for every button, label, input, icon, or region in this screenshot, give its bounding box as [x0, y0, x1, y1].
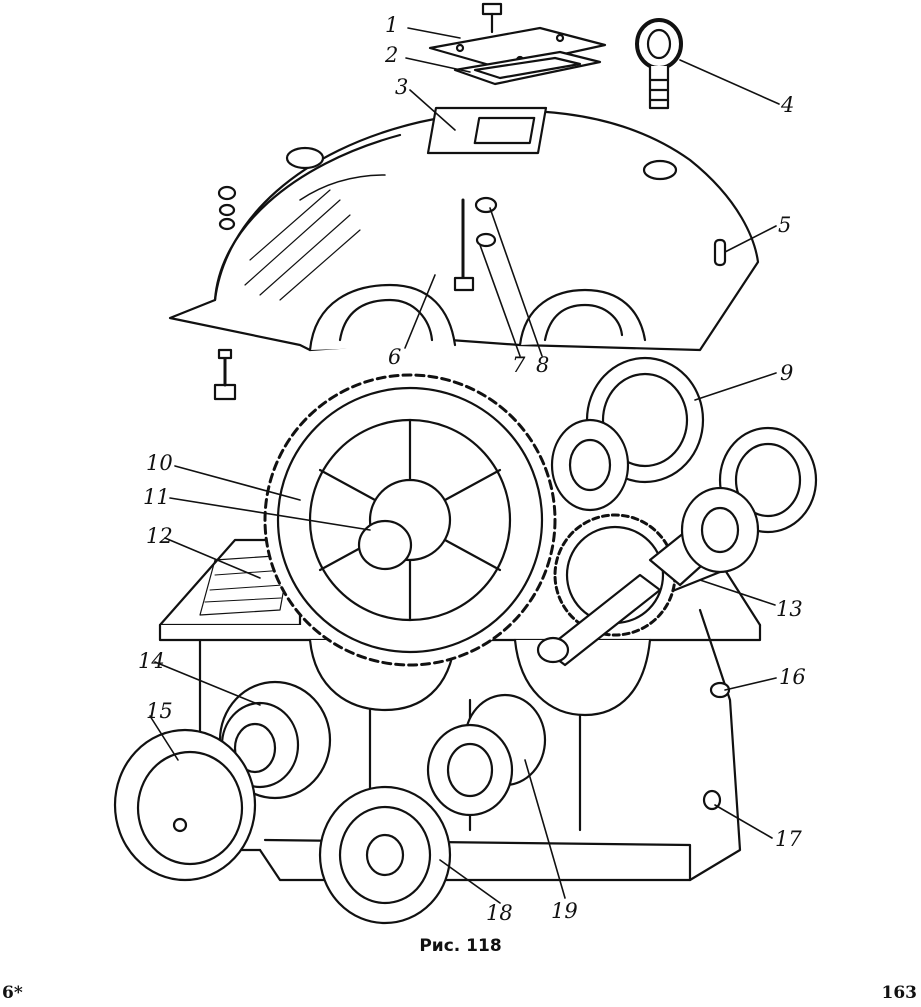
callout-18: 19: [551, 899, 578, 923]
callout-19: 18: [486, 901, 513, 925]
bearing-cap-19: [318, 785, 452, 925]
callout-17: 17: [775, 827, 802, 851]
figure-caption: Рис. 118: [419, 936, 502, 956]
large-gear-wheel: [263, 373, 557, 667]
callout-1: 15: [146, 699, 173, 723]
callout-2: 14: [138, 649, 165, 673]
callout-9: 3: [395, 75, 408, 99]
callout-3: 12: [146, 524, 173, 548]
callout-labels: 1 2 3 4 5 6 7 8 9 10 11 12 13 14 15 16 1…: [138, 13, 806, 925]
callout-16: 16: [779, 665, 806, 689]
callout-14: 9: [780, 361, 793, 385]
gearbox-exploded-diagram: 1 2 3 4 5 6 7 8 9 10 11 12 13 14 15 16 1…: [113, 2, 818, 925]
signature-mark: 6*: [2, 983, 23, 1003]
callout-4: 11: [143, 485, 170, 509]
bearing-right: [680, 486, 760, 574]
leader-lines: [149, 27, 780, 904]
callout-15: 13: [776, 597, 803, 621]
bearing-upper: [550, 418, 630, 512]
loose-nuts: [213, 185, 237, 401]
gearbox-cover: [168, 106, 760, 352]
eye-bolt-part: [635, 18, 683, 110]
callout-13: 5: [778, 213, 791, 237]
bearing-18: [426, 693, 547, 817]
inspection-cover-part: [428, 26, 607, 70]
end-cap-1: [113, 728, 257, 882]
callout-8: 8: [536, 353, 549, 377]
callout-11: 1: [385, 13, 398, 37]
callout-10: 2: [384, 43, 398, 67]
page-number: 163: [881, 983, 918, 1003]
callout-6: 6: [388, 345, 401, 369]
gasket-part: [453, 50, 602, 86]
bolt-part: [481, 2, 503, 34]
callout-12: 4: [780, 93, 794, 117]
callout-5: 10: [146, 451, 173, 475]
callout-7: 7: [512, 353, 526, 377]
